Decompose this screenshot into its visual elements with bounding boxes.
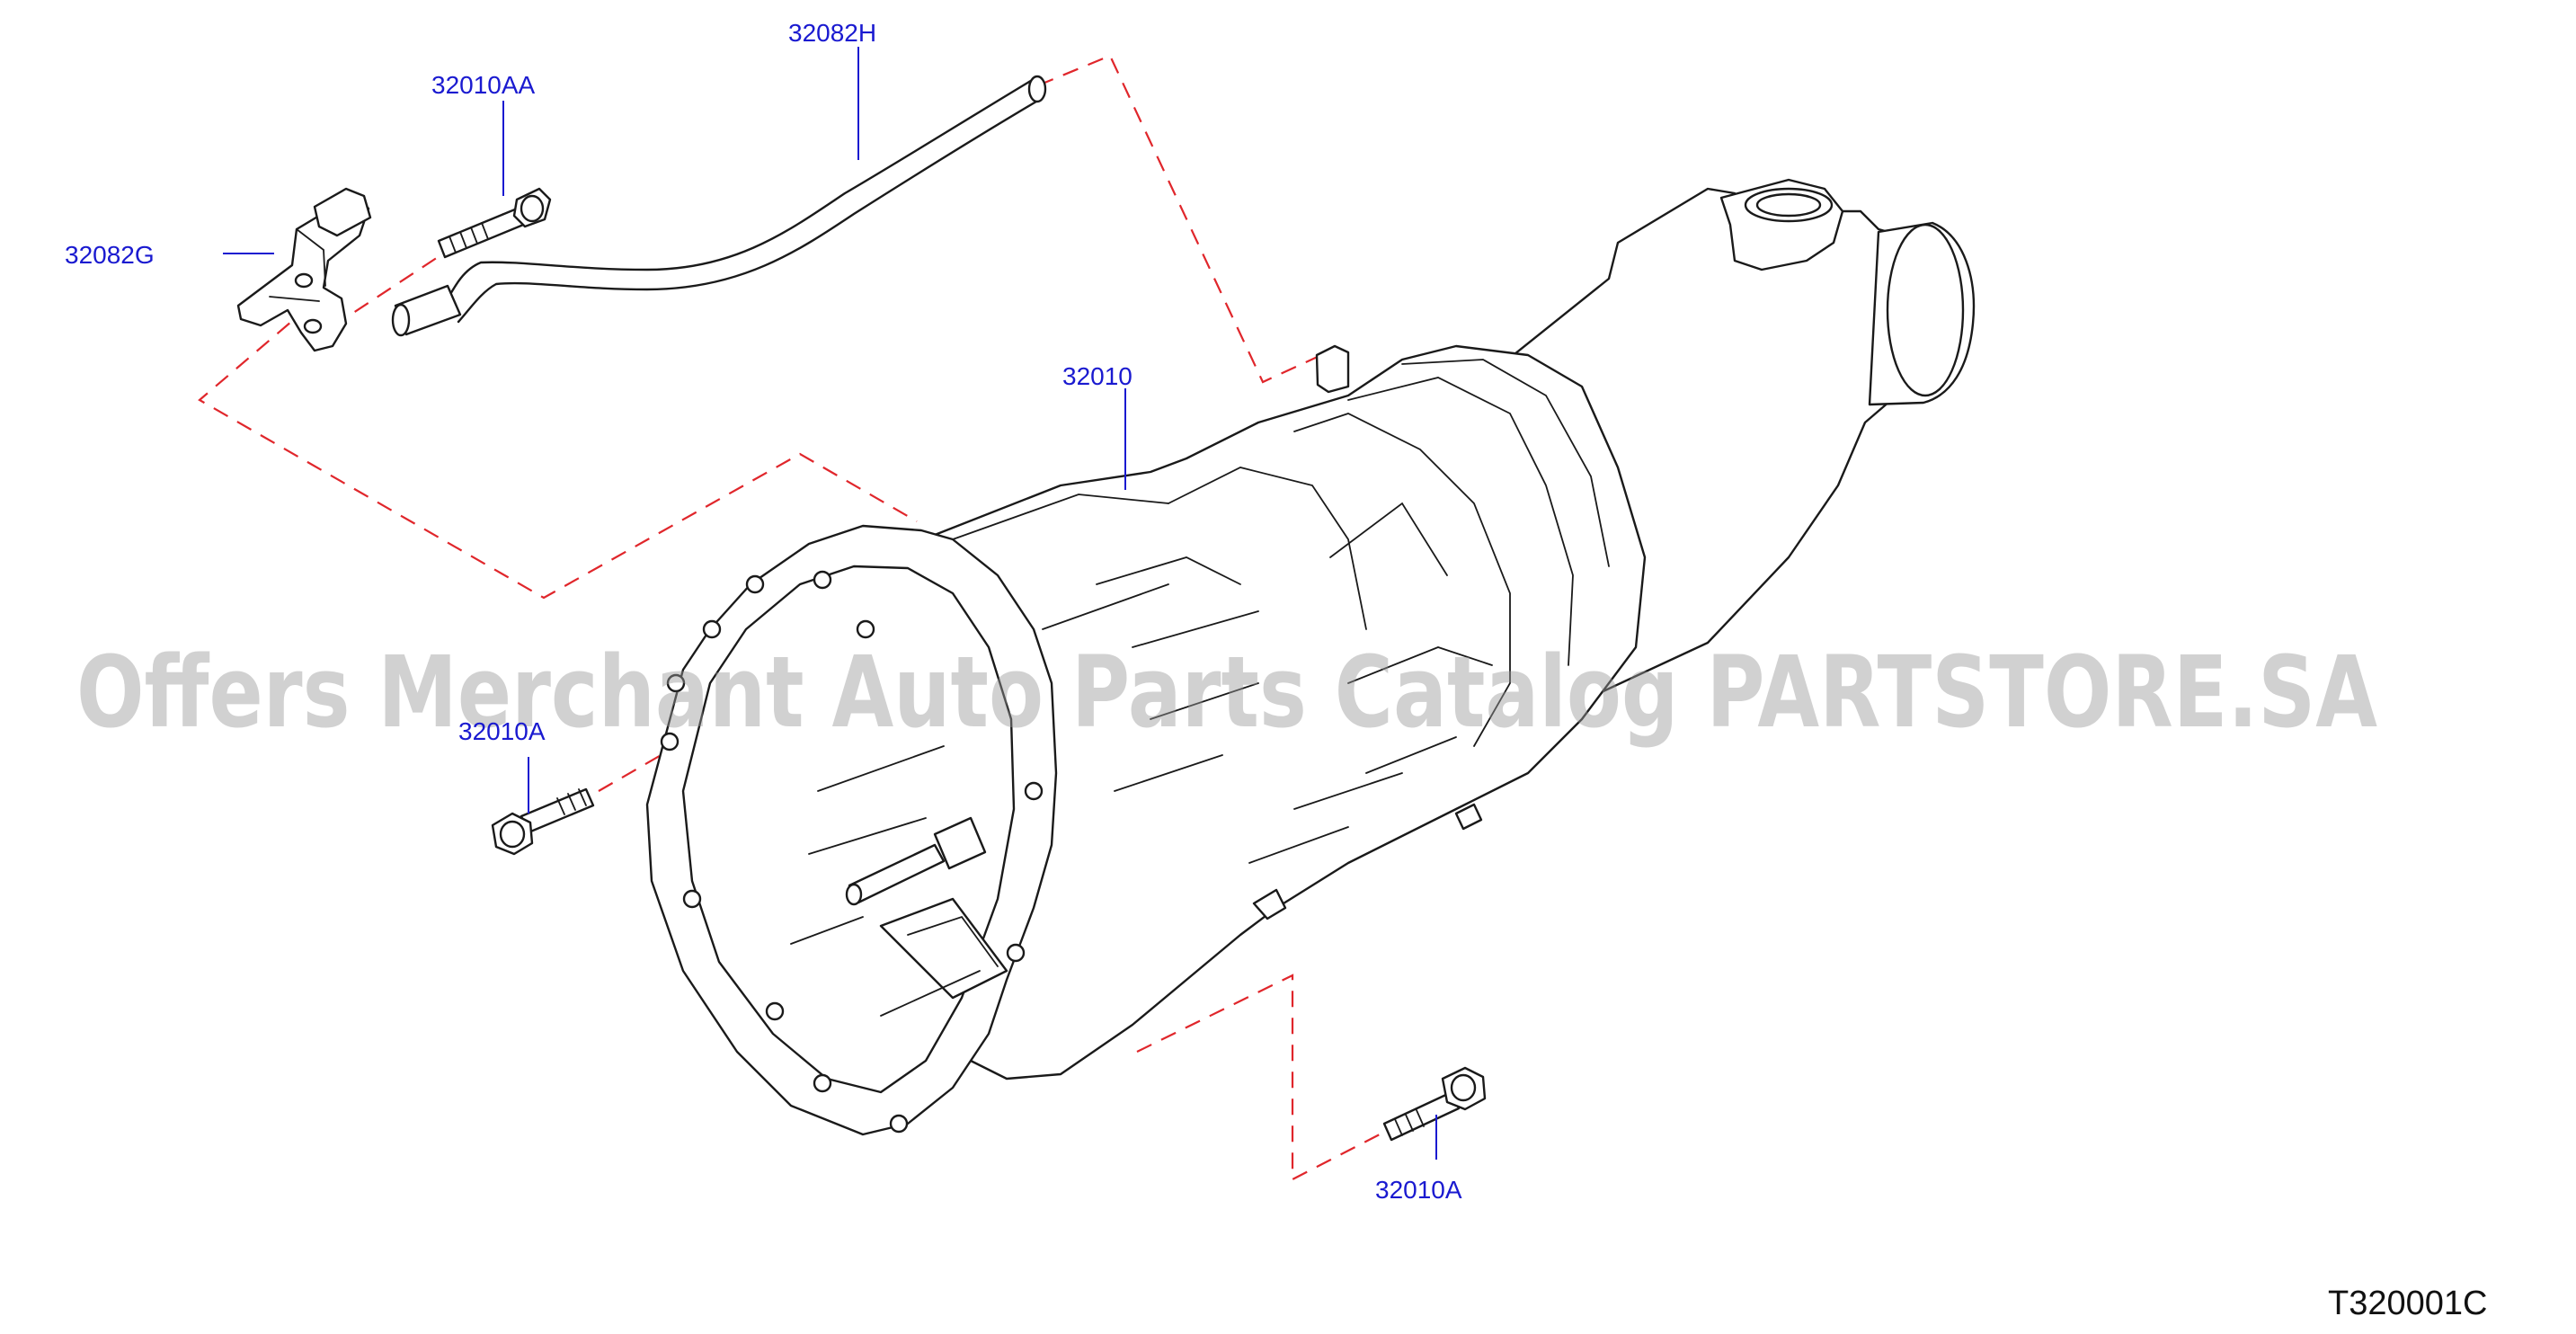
bolt-bottom-part bbox=[1382, 1066, 1487, 1142]
bell-housing-bolt-holes bbox=[660, 570, 1044, 1134]
callout-bracket-label: 32082G bbox=[65, 241, 155, 269]
callout-leaders bbox=[223, 47, 1437, 1160]
callout-bolt-top-label: 32010AA bbox=[431, 71, 536, 99]
watermark: Offers Merchant Auto Parts Catalog PARTS… bbox=[76, 635, 2377, 750]
dashed-line-bolt-bottom bbox=[1136, 974, 1381, 1181]
assembly-dashed-lines bbox=[198, 54, 1381, 1181]
diagram-reference-code: T320001C bbox=[2328, 1285, 2487, 1322]
bolt-left-part bbox=[491, 787, 595, 856]
bolt-top-part bbox=[437, 187, 552, 259]
callout-bolt-left-label: 32010A bbox=[458, 717, 546, 745]
callout-bolt-bottom-label: 32010A bbox=[1375, 1176, 1462, 1204]
dashed-line-hose-to-transmission bbox=[1037, 54, 1322, 384]
callout-transmission-label: 32010 bbox=[1062, 362, 1133, 390]
bracket-part bbox=[236, 187, 372, 352]
transmission-part bbox=[645, 178, 1976, 1136]
dashed-line-bracket-to-bellhousing bbox=[198, 305, 918, 600]
callout-hose-label: 32082H bbox=[788, 19, 876, 47]
main-case bbox=[933, 344, 1647, 1081]
hose-part bbox=[391, 75, 1047, 337]
